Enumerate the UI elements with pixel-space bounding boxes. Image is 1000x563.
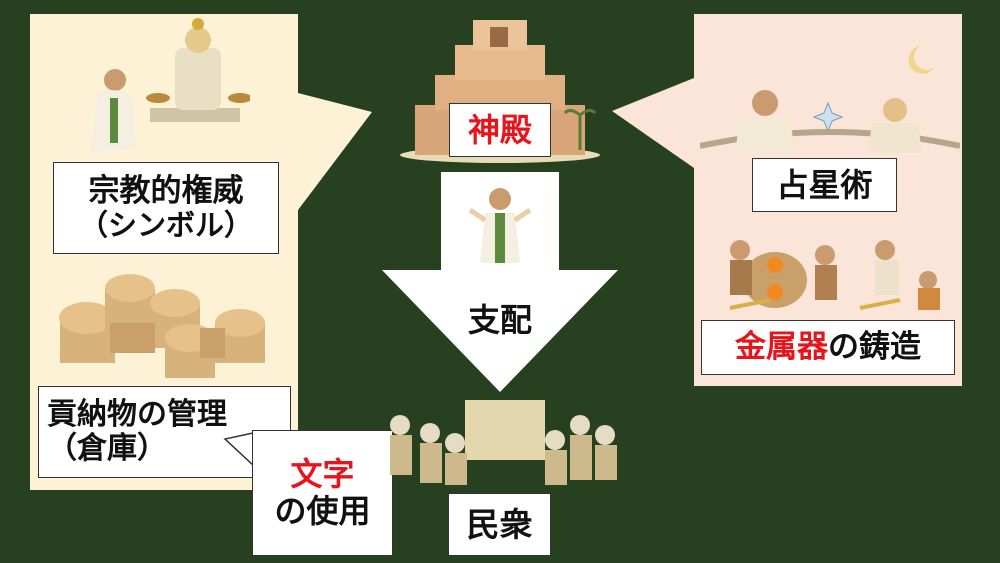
metal-rest: の鋳造 [828, 328, 921, 365]
metal-casting-label: 金属器の鋳造 [701, 320, 955, 375]
ruler-priest-illustration [468, 188, 532, 263]
domination-arrow [382, 172, 618, 392]
astrology-label-text: 占星術 [776, 165, 873, 204]
people-label-text: 民衆 [466, 504, 533, 544]
domination-label: 支配 [467, 301, 532, 339]
writing-usage-label: 文字 の使用 [252, 430, 393, 556]
people-label: 民衆 [448, 493, 551, 556]
tribute-management-subtitle: （倉庫） [47, 431, 167, 466]
priest-worshipping-goddess-illustration [90, 18, 250, 153]
religious-authority-title: 宗教的権威 [88, 172, 244, 209]
tribute-management-title: 貢納物の管理 [47, 396, 227, 432]
temple-label-text: 神殿 [467, 110, 532, 149]
writing-highlight: 文字 [290, 455, 355, 494]
tribute-management-label: 貢納物の管理 （倉庫） [38, 386, 291, 478]
metal-casting-workers-illustration [729, 240, 940, 310]
temple-label: 神殿 [449, 103, 551, 157]
astrologers-observing-stars-illustration [700, 46, 960, 153]
religious-authority-subtitle: （シンボル） [78, 208, 253, 243]
metal-highlight: 金属器 [735, 328, 828, 365]
people-worshipping-illustration [390, 400, 617, 485]
writing-rest: の使用 [274, 492, 371, 530]
religious-authority-label: 宗教的権威 （シンボル） [53, 162, 279, 254]
astrology-label: 占星術 [752, 158, 897, 212]
granary-storehouse-illustration [59, 274, 265, 378]
